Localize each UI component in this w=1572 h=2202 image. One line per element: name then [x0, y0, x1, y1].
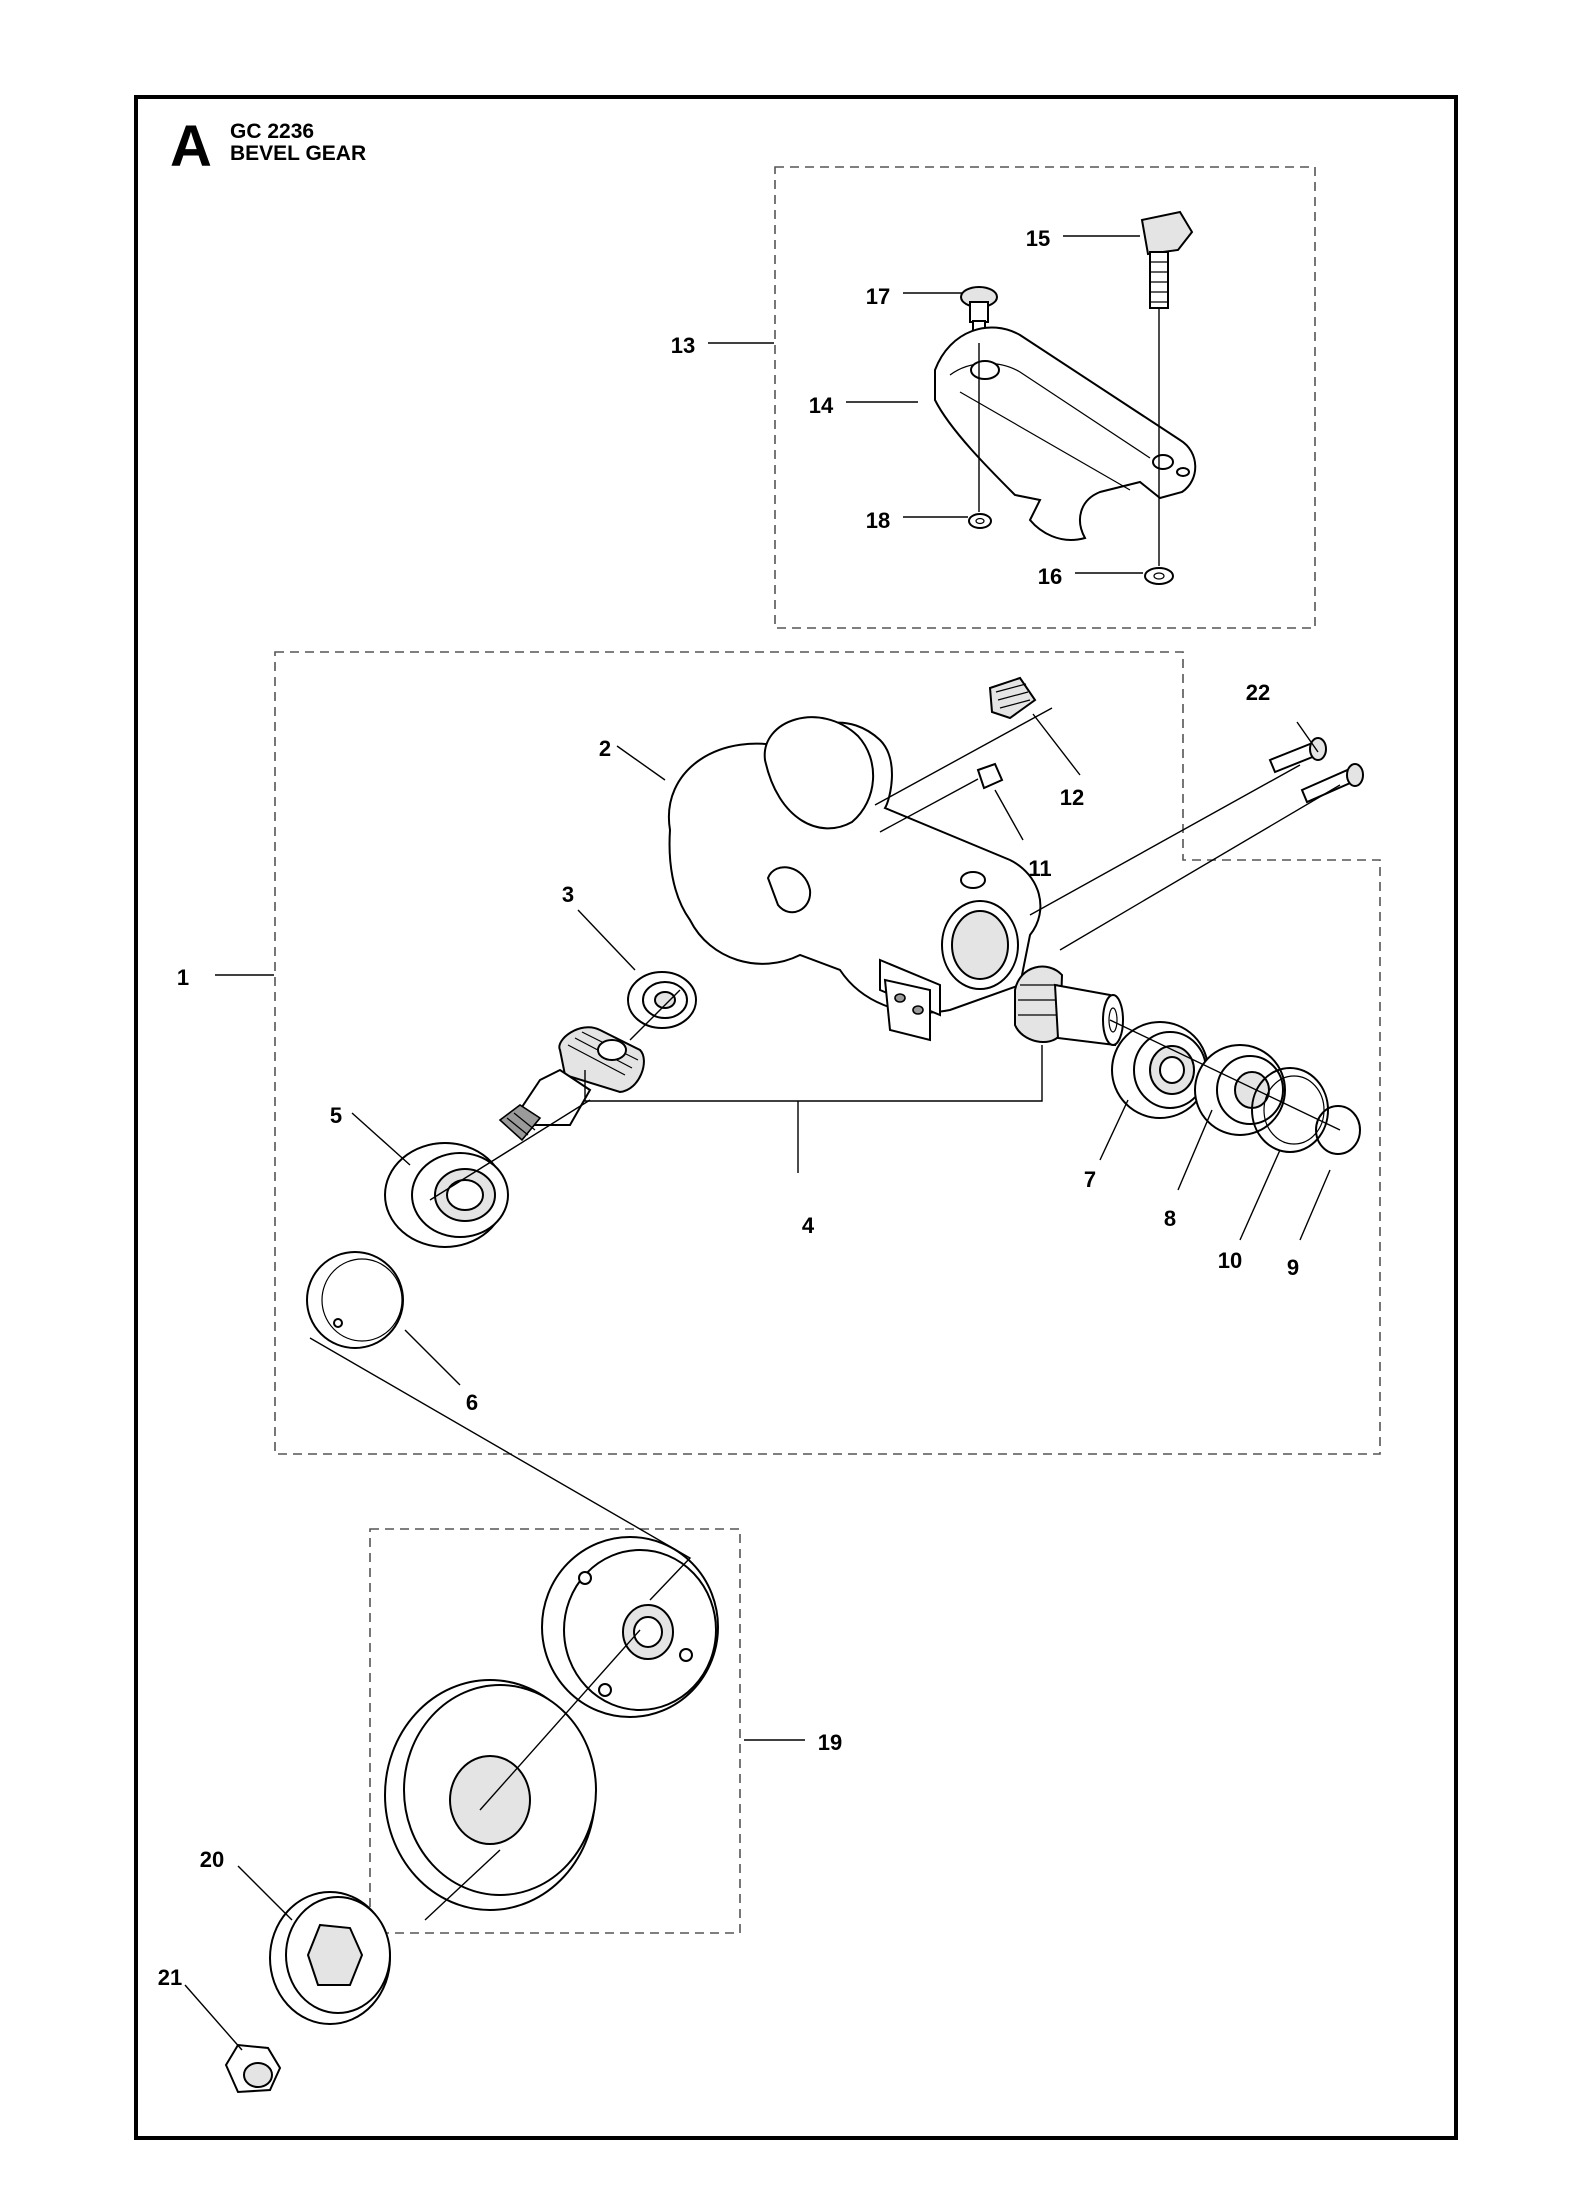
- part-14-clamp: [934, 326, 1197, 541]
- diagram-frame: [134, 95, 1458, 2140]
- callout-15: 15: [1026, 226, 1050, 251]
- group-box-13: [774, 166, 1316, 629]
- part-9-circlip: [1315, 1105, 1361, 1155]
- part-20-washer: [269, 1891, 391, 2025]
- part-8-bearing: [1194, 1044, 1286, 1136]
- part-11-pin: [976, 762, 1004, 790]
- part-18-washer: [968, 513, 992, 529]
- callout-14: 14: [809, 393, 834, 418]
- callout-2: 2: [599, 736, 611, 761]
- part-19-flange-upper: [541, 1536, 719, 1718]
- callout-3: 3: [562, 882, 574, 907]
- part-19-dish: [384, 1679, 597, 1911]
- part-6-circlip: [306, 1251, 404, 1349]
- callout-6: 6: [466, 1390, 478, 1415]
- part-15-bolt: [1140, 210, 1194, 309]
- callout-21: 21: [158, 1965, 182, 1990]
- callout-8: 8: [1164, 1206, 1176, 1231]
- callout-13: 13: [671, 333, 695, 358]
- callout-11: 11: [1028, 856, 1051, 881]
- part-10-ring: [1251, 1067, 1329, 1153]
- part-22-screws: [1268, 737, 1364, 804]
- callout-9: 9: [1287, 1255, 1299, 1280]
- callout-4: 4: [802, 1213, 815, 1238]
- assembly-name: BEVEL GEAR: [230, 142, 367, 165]
- callout-22: 22: [1246, 680, 1270, 705]
- part-2-gear-housing: [667, 716, 1042, 1042]
- callout-16: 16: [1038, 564, 1062, 589]
- callout-19: 19: [818, 1730, 842, 1755]
- part-5-bearing: [384, 1142, 509, 1248]
- group-box-19: [369, 1528, 741, 1934]
- group-box-1: [274, 651, 1381, 1455]
- model-name: GC 2236: [230, 120, 315, 143]
- part-4-bevel-shaft-right: [1014, 965, 1124, 1047]
- part-3-bearing: [627, 971, 697, 1029]
- callout-20: 20: [200, 1847, 224, 1872]
- part-4-bevel-shaft-left: [498, 1026, 645, 1142]
- callout-17: 17: [866, 284, 890, 309]
- callout-12: 12: [1060, 785, 1084, 810]
- callout-7: 7: [1084, 1167, 1096, 1192]
- part-16-washer: [1144, 567, 1174, 585]
- callout-5: 5: [330, 1103, 342, 1128]
- part-21-nut: [224, 2043, 282, 2094]
- callout-18: 18: [866, 508, 890, 533]
- part-12-plug: [988, 676, 1037, 720]
- section-letter: A: [170, 114, 212, 179]
- callout-1: 1: [177, 965, 189, 990]
- callout-10: 10: [1218, 1248, 1242, 1273]
